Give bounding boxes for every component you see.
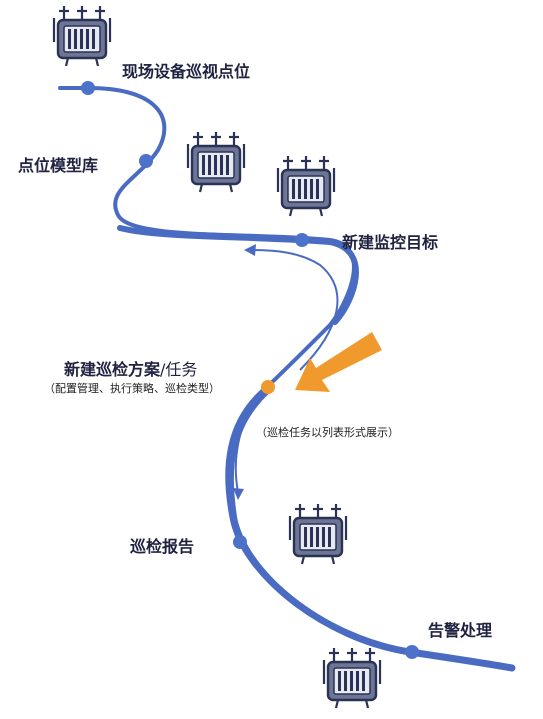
device-cabinet-icon xyxy=(186,130,246,194)
label-alarm-handling: 告警处理 xyxy=(428,621,493,640)
label-new-inspection-plan-note: （配置管理、执行策略、巡检类型） xyxy=(44,382,220,395)
device-cabinet-icon xyxy=(322,646,382,710)
node-field-devices xyxy=(81,81,95,95)
node-inspection-report xyxy=(233,535,247,549)
highlight-arrow xyxy=(295,332,382,392)
device-cabinet-icon xyxy=(276,154,336,218)
flow-path-bold-1 xyxy=(117,225,359,325)
return-arrow-1 xyxy=(249,249,339,371)
node-new-inspection-plan xyxy=(261,380,275,394)
return-arrow-2-head xyxy=(233,488,244,500)
flow-path-bold-2 xyxy=(226,384,516,672)
label-inspection-report: 巡检报告 xyxy=(130,537,195,556)
node-new-monitor-target xyxy=(295,233,309,247)
return-arrow-2 xyxy=(234,394,263,493)
return-arrow-1-head xyxy=(244,244,256,256)
label-new-inspection-plan: 新建巡检方案/任务 xyxy=(64,356,197,380)
device-cabinet-icon xyxy=(288,502,348,566)
label-point-model-library: 点位模型库 xyxy=(18,156,99,175)
label-new-monitor-target: 新建监控目标 xyxy=(342,233,439,252)
node-alarm-handling xyxy=(405,645,419,659)
device-cabinet-icon xyxy=(52,4,112,68)
label-new-inspection-plan-main: 新建巡检方案 xyxy=(64,360,161,379)
label-field-devices: 现场设备巡视点位 xyxy=(122,62,251,81)
label-new-inspection-plan-suffix: /任务 xyxy=(160,360,198,379)
node-point-model-library xyxy=(139,154,153,168)
task-list-note: （巡检任务以列表形式展示） xyxy=(256,426,399,439)
